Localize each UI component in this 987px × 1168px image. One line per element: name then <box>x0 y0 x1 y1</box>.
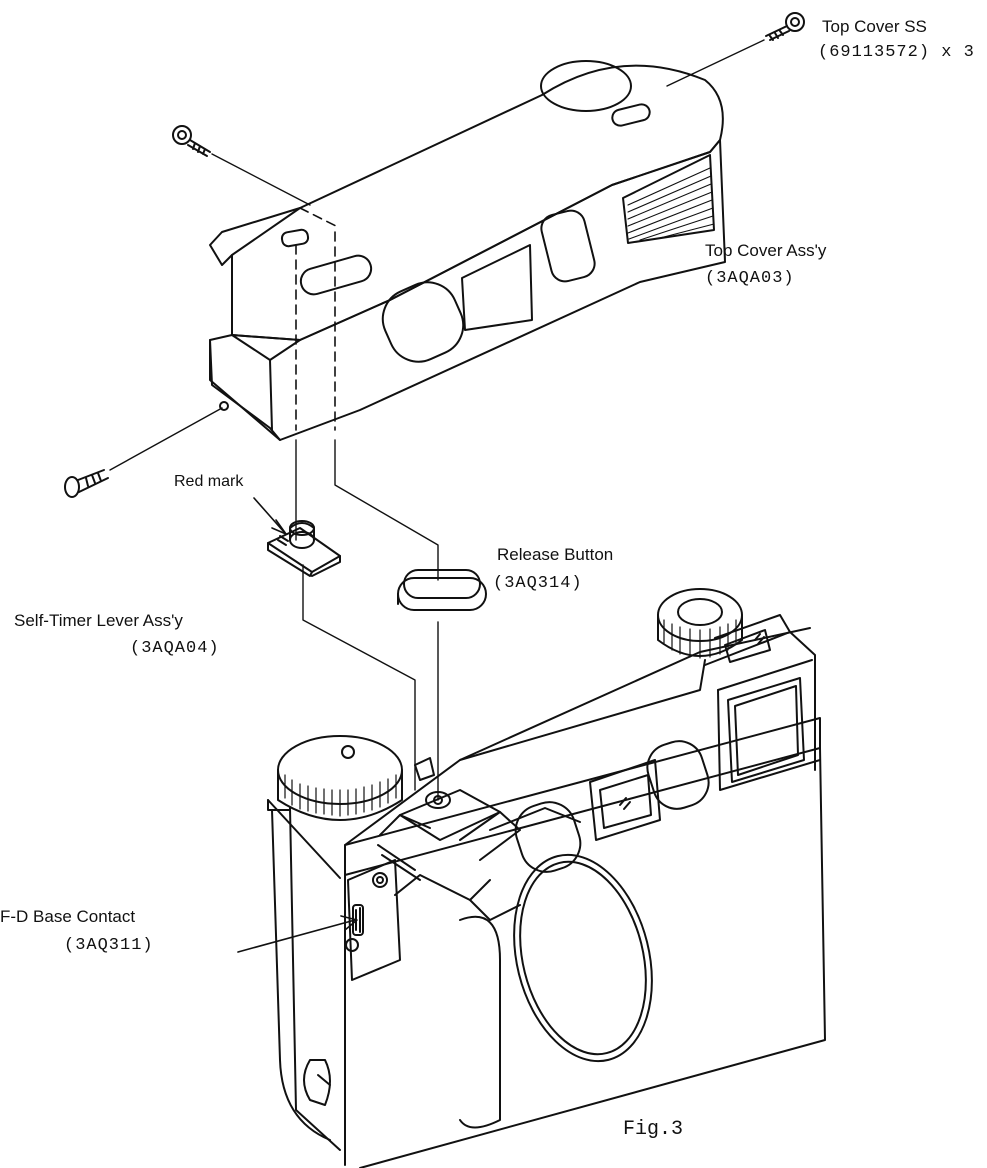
alignment-dashed-lines <box>296 208 340 430</box>
alignment-solid-lines <box>296 440 438 800</box>
camera-body <box>268 589 825 1168</box>
release-button <box>398 570 486 610</box>
figure-caption: Fig.3 <box>623 1118 684 1141</box>
screw-top-left <box>173 126 210 156</box>
red-mark-arrow <box>254 498 286 534</box>
top-cover-assembly <box>210 61 725 440</box>
part-number-top-cover-ss: (69113572) x 3 <box>818 43 975 62</box>
part-number-top-cover-assy: (3AQA03) <box>705 269 795 288</box>
label-top-cover-assy: Top Cover Ass'y <box>705 241 827 260</box>
screw-top-right <box>766 13 804 40</box>
label-self-timer-lever-assy: Self-Timer Lever Ass'y <box>14 611 183 630</box>
label-red-mark: Red mark <box>174 473 244 490</box>
fd-base-contact-arrow <box>238 916 357 952</box>
label-fd-base-contact: F-D Base Contact <box>0 907 136 926</box>
screw-leader-lines <box>110 40 764 470</box>
label-release-button: Release Button <box>497 545 614 564</box>
part-number-fd-base-contact: (3AQ311) <box>64 936 154 955</box>
screw-side-left <box>65 470 108 497</box>
label-top-cover-ss: Top Cover SS <box>822 17 927 36</box>
part-number-self-timer-lever-assy: (3AQA04) <box>130 639 220 658</box>
part-number-release-button: (3AQ314) <box>493 574 583 593</box>
self-timer-lever <box>268 521 340 576</box>
